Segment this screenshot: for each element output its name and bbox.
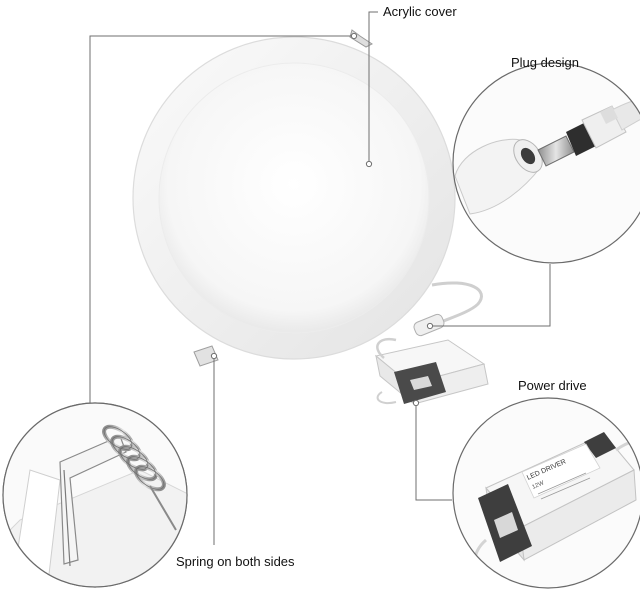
driver-label-line1: 12W xyxy=(531,480,545,491)
label-plug-design: Plug design xyxy=(511,55,579,70)
label-spring: Spring on both sides xyxy=(176,554,295,569)
leader-lines xyxy=(89,11,551,545)
label-acrylic-cover: Acrylic cover xyxy=(383,4,457,19)
led-panel xyxy=(132,36,456,360)
plug-detail-circle xyxy=(452,62,640,264)
power-drive-detail-circle: LED DRIVER 12W xyxy=(452,397,640,589)
driver-small xyxy=(374,337,489,406)
spring-detail-circle xyxy=(2,402,188,588)
spring-clip-bottom xyxy=(193,345,219,367)
label-power-drive: Power drive xyxy=(518,378,587,393)
panel-cable xyxy=(431,281,483,326)
